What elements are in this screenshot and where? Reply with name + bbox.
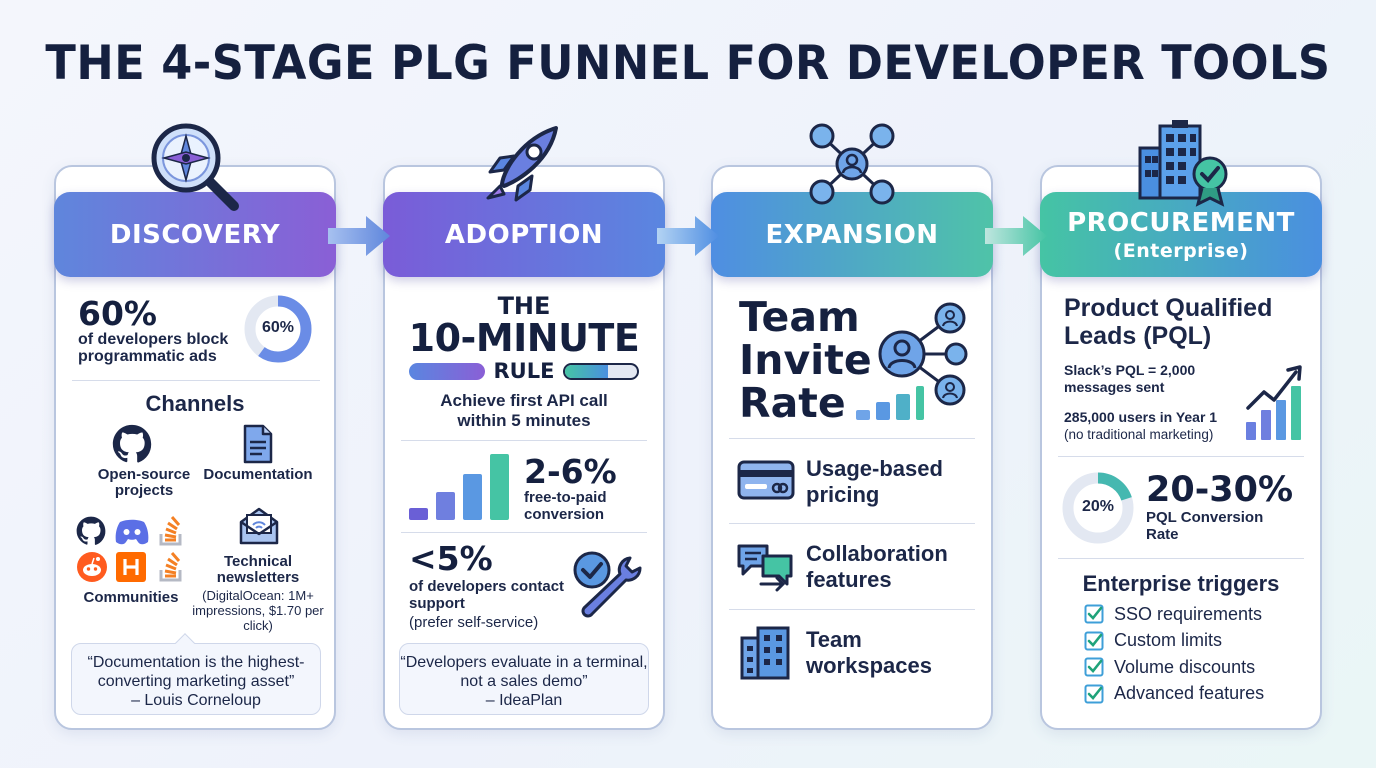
discovery-quote-text: “Documentation is the highest-converting…	[87, 654, 305, 690]
rule-the: THE	[497, 292, 551, 320]
arrow-right-icon	[657, 216, 719, 256]
discovery-stage-label: DISCOVERY	[109, 219, 281, 250]
arrow-right-icon	[328, 216, 390, 256]
trend-up-chart-icon	[1246, 365, 1302, 440]
headline-line-2: Invite	[739, 336, 872, 384]
rule-text: Achieve first API call within 5 minutes	[440, 391, 608, 430]
adoption-quote-author: – IdeaPlan	[485, 692, 563, 709]
discovery-donut-chart	[244, 295, 312, 363]
growth-bars-icon	[409, 454, 509, 520]
users-line: 285,000 users in Year 1	[1064, 409, 1218, 425]
check-wrench-icon	[573, 551, 642, 618]
support-value: <5%	[409, 539, 493, 578]
support-text: of developers contact support	[409, 578, 565, 612]
document-icon	[243, 424, 273, 464]
discovery-donut-label: 60%	[261, 319, 295, 336]
headline-line-3: Rate	[739, 379, 846, 427]
channel-opensource-label: Open-source projects	[97, 466, 191, 499]
expansion-headline: Team Invite Rate	[739, 296, 872, 425]
channels-title: Channels	[145, 391, 245, 416]
pql-conversion-text: PQL Conversion Rate	[1146, 509, 1264, 543]
team-share-network-icon	[856, 302, 968, 420]
hackernews-icon	[116, 552, 146, 582]
adoption-stage-header: ADOPTION	[383, 192, 665, 277]
expansion-stage-label: EXPANSION	[765, 219, 939, 250]
procurement-stage-sub: (Enterprise)	[1113, 239, 1249, 262]
checkbox-checked-icon	[1084, 657, 1104, 677]
discord-icon	[115, 519, 149, 545]
workspaces-label: Team workspaces	[806, 627, 932, 678]
discovery-quote: “Documentation is the highest-converting…	[71, 643, 321, 715]
team-network-icon	[809, 123, 895, 205]
discovery-quote-author: – Louis Corneloup	[131, 692, 261, 709]
list-item: Volume discounts	[1084, 654, 1314, 681]
expansion-stage-header: EXPANSION	[711, 192, 993, 277]
conversion-value: 2-6%	[524, 452, 617, 491]
checkbox-checked-icon	[1084, 604, 1104, 624]
checkbox-checked-icon	[1084, 684, 1104, 704]
discovery-stage-header: DISCOVERY	[54, 192, 336, 277]
enterprise-building-icon	[1138, 120, 1228, 207]
workspace-building-icon	[740, 626, 790, 680]
trigger-label: Volume discounts	[1114, 656, 1256, 677]
triggers-list: SSO requirements Custom limits Volume di…	[1084, 601, 1314, 707]
rocket-icon	[486, 126, 558, 202]
pql-title: Product Qualified Leads (PQL)	[1064, 294, 1273, 350]
adoption-quote: “Developers evaluate in a terminal, not …	[399, 643, 649, 715]
trigger-label: Advanced features	[1114, 683, 1265, 704]
pql-conversion-value: 20-30%	[1146, 470, 1294, 510]
conversion-text: free-to-paid conversion	[524, 489, 607, 523]
adoption-quote-text: “Developers evaluate in a terminal, not …	[400, 654, 648, 690]
rule-word: RULE	[493, 359, 555, 383]
headline-line-1: Team	[739, 293, 860, 341]
trigger-label: Custom limits	[1114, 630, 1223, 651]
collaboration-chat-icon	[737, 544, 793, 592]
users-note: (no traditional marketing)	[1064, 427, 1214, 442]
arrow-right-icon	[985, 216, 1047, 256]
slack-pql-line: Slack’s PQL = 2,000 messages sent	[1064, 362, 1196, 395]
github-icon	[112, 424, 152, 463]
support-note: (prefer self-service)	[409, 614, 539, 631]
page-title: THE 4-STAGE PLG FUNNEL FOR DEVELOPER TOO…	[45, 36, 1331, 91]
github-icon	[76, 516, 106, 545]
discovery-stat-text: of developers block programmatic ads	[78, 331, 229, 365]
list-item: Advanced features	[1084, 681, 1314, 708]
adoption-stage-label: ADOPTION	[444, 219, 604, 250]
procurement-stage-header: PROCUREMENT (Enterprise)	[1040, 192, 1322, 277]
collaboration-label: Collaboration features	[806, 541, 948, 592]
pql-donut-chart	[1062, 472, 1134, 544]
newsletter-note: (DigitalOcean: 1M+ impressions, $1.70 pe…	[192, 588, 324, 633]
reddit-icon	[77, 552, 107, 582]
checkbox-checked-icon	[1084, 631, 1104, 651]
triggers-title: Enterprise triggers	[1082, 571, 1280, 596]
pql-donut-label: 20%	[1081, 498, 1115, 515]
stackoverflow-icon	[159, 516, 182, 546]
channel-communities-label: Communities	[83, 589, 179, 606]
list-item: Custom limits	[1084, 628, 1314, 655]
list-item: SSO requirements	[1084, 601, 1314, 628]
credit-card-icon	[737, 460, 795, 500]
procurement-stage-label: PROCUREMENT	[1067, 207, 1295, 238]
newsletter-envelope-icon	[239, 507, 279, 545]
trigger-label: SSO requirements	[1114, 603, 1263, 624]
compass-magnifier-icon	[151, 123, 239, 211]
channel-docs-label: Documentation	[203, 466, 313, 483]
rule-title: 10-MINUTE	[408, 316, 640, 360]
rule-bar-right	[563, 363, 639, 380]
discovery-stat-value: 60%	[78, 294, 157, 333]
rule-bar-left	[409, 363, 485, 380]
stackoverflow-icon	[159, 552, 182, 582]
usage-pricing-label: Usage-based pricing	[806, 456, 943, 507]
channel-newsletters-label: Technical newsletters	[216, 553, 300, 586]
